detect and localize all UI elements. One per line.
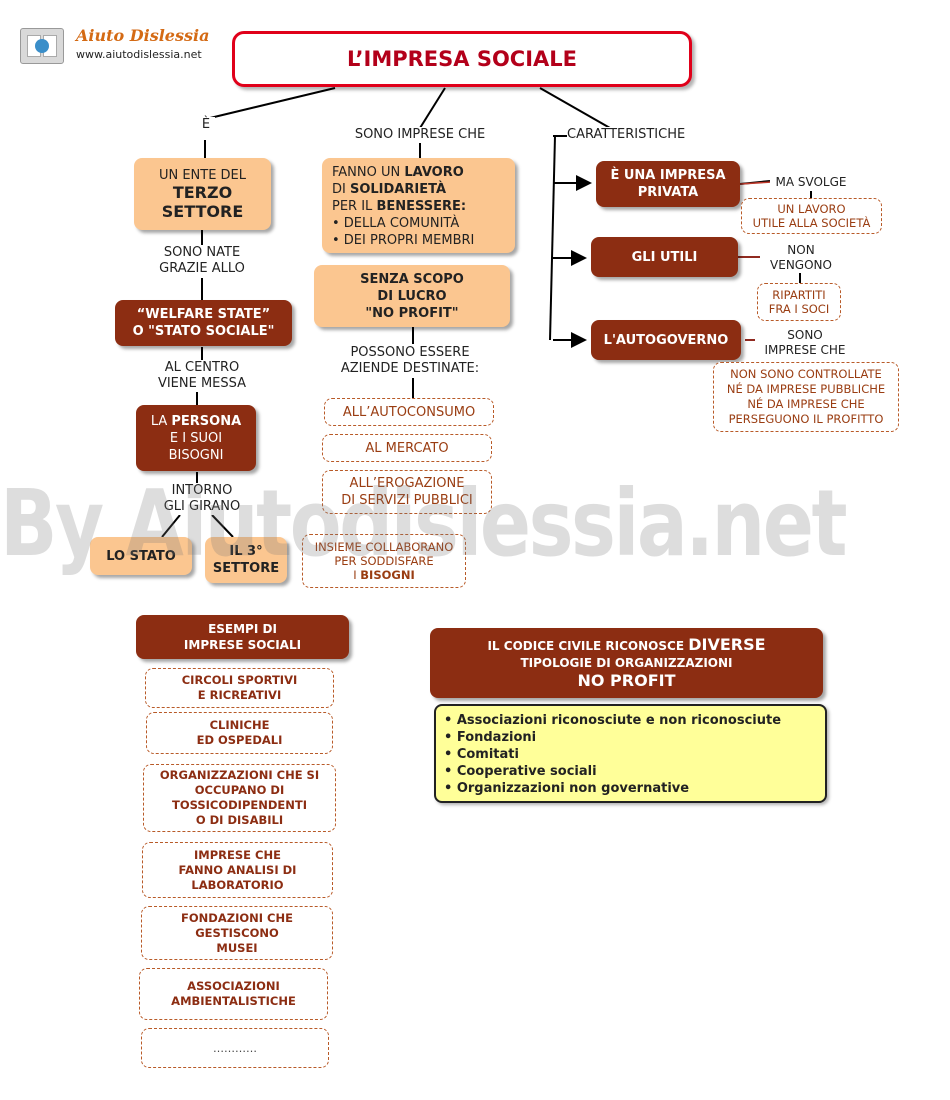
codice-l1a: IL CODICE CIVILE RICONOSCE [487,638,689,653]
non-controllate-text: NON SONO CONTROLLATE NÉ DA IMPRESE PUBBL… [726,367,886,426]
imprese-label: SONO IMPRESE CHE [335,127,505,143]
page-title: L’IMPRESA SOCIALE [232,31,692,87]
esempio-item-text: ………… [213,1041,257,1055]
logo-url: www.aiutodislessia.net [76,48,202,61]
ente-line3: SETTORE [161,201,244,221]
no-profit-item: • Cooperative sociali [444,764,597,779]
centro-label: AL CENTRO VIENE MESSA [140,360,264,392]
esempio-item: CLINICHE ED OSPEDALI [146,712,333,754]
esempio-item-text: ASSOCIAZIONI AMBIENTALISTICHE [171,979,296,1008]
lavoro-l1a: FANNO UN [332,165,405,180]
codice-l3: NO PROFIT [577,670,676,690]
logo-name: Aiuto Dislessia [76,26,210,45]
autogoverno: L'AUTOGOVERNO [591,320,741,360]
esempio-item: CIRCOLI SPORTIVI E RICREATIVI [145,668,334,708]
il-terzo-settore: IL 3° SETTORE [205,537,287,583]
lavoro-l2a: DI [332,182,350,197]
persona-bold: PERSONA [171,413,242,429]
autogoverno-text: L'AUTOGOVERNO [603,332,729,348]
codice-l2: TIPOLOGIE DI ORGANIZZAZIONI [520,655,733,670]
esempio-item: ………… [141,1028,329,1068]
welfare-state: “WELFARE STATE” O "STATO SOCIALE" [115,300,292,346]
utili-text: GLI UTILI [631,249,698,265]
lavoro-utile-text: UN LAVORO UTILE ALLA SOCIETÀ [752,202,871,230]
welfare-text: “WELFARE STATE” O "STATO SOCIALE" [132,307,275,339]
lavoro-box: FANNO UN LAVORO DI SOLIDARIETÀ PER IL BE… [322,158,515,253]
non-vengono-label: NON VENGONO [760,243,842,273]
ripartiti: RIPARTITI FRA I SOCI [757,283,841,321]
no-profit-item: • Associazioni riconosciute e non ricono… [444,713,782,728]
persona-rest: E I SUOI BISOGNI [168,430,224,463]
ripartiti-text: RIPARTITI FRA I SOCI [768,288,830,316]
esempio-item-text: CLINICHE ED OSPEDALI [196,718,283,747]
autoconsumo-text: ALL’AUTOCONSUMO [342,404,476,420]
logo: Aiuto Dislessia www.aiutodislessia.net [20,24,210,70]
no-profit-list: • Associazioni riconosciute e non ricono… [434,704,827,803]
autoconsumo: ALL’AUTOCONSUMO [324,398,494,426]
esempi-header: ESEMPI DI IMPRESE SOCIALI [136,615,349,659]
lavoro-bullet-2: • DEI PROPRI MEMBRI [332,233,475,248]
insieme-collaborano: INSIEME COLLABORANO PER SODDISFARE I BIS… [302,534,466,588]
lavoro-l1b: LAVORO [404,165,464,180]
insieme-bold: BISOGNI [360,568,415,582]
erogazione: ALL’EROGAZIONE DI SERVIZI PUBBLICI [322,470,492,514]
ente-line1: UN ENTE DEL [158,167,247,183]
erogazione-text: ALL’EROGAZIONE DI SERVIZI PUBBLICI [341,476,473,508]
caratteristiche-label: CARATTERISTICHE [567,127,727,143]
esempio-item: IMPRESE CHE FANNO ANALISI DI LABORATORIO [142,842,333,898]
impresa-privata: È UNA IMPRESA PRIVATA [596,161,740,207]
insieme-text: INSIEME COLLABORANO PER SODDISFARE I [314,540,454,582]
esempio-item-text: CIRCOLI SPORTIVI E RICREATIVI [181,673,298,702]
lo-stato: LO STATO [90,537,192,575]
lavoro-l3a: PER IL [332,199,377,214]
mercato: AL MERCATO [322,434,492,462]
codice-l1b: DIVERSE [688,634,766,654]
aziende-label: POSSONO ESSERE AZIENDE DESTINATE: [320,345,500,377]
ente-line2: TERZO [172,182,233,202]
ente-terzo-settore: UN ENTE DEL TERZO SETTORE [134,158,271,230]
book-icon [20,28,64,64]
sono-imprese-label: SONO IMPRESE CHE [755,328,855,358]
persona-pre: LA [150,413,172,429]
lavoro-bullet-1: • DELLA COMUNITÀ [332,216,460,231]
esempi-header-text: ESEMPI DI IMPRESE SOCIALI [183,622,302,652]
esempio-item-text: FONDAZIONI CHE GESTISCONO MUSEI [181,910,293,955]
page-title-text: L’IMPRESA SOCIALE [346,47,577,71]
no-profit-item: • Organizzazioni non governative [444,781,690,796]
gli-utili: GLI UTILI [591,237,738,277]
ma-svolge-label: MA SVOLGE [770,174,852,190]
esempio-item: ASSOCIAZIONI AMBIENTALISTICHE [139,968,328,1020]
scopo-text: SENZA SCOPO DI LUCRO "NO PROFIT" [360,271,464,321]
e-label: È [197,117,215,133]
lavoro-l2b: SOLIDARIETÀ [349,182,447,197]
il-terzo-text: IL 3° SETTORE [212,544,280,576]
persona-box: LA PERSONA E I SUOI BISOGNI [136,405,256,471]
esempio-item-text: IMPRESE CHE FANNO ANALISI DI LABORATORIO [178,847,297,892]
mercato-text: AL MERCATO [365,440,449,456]
non-controllate: NON SONO CONTROLLATE NÉ DA IMPRESE PUBBL… [713,362,899,432]
privata-text: È UNA IMPRESA PRIVATA [610,168,726,200]
senza-scopo-lucro: SENZA SCOPO DI LUCRO "NO PROFIT" [314,265,510,327]
intorno-label: INTORNO GLI GIRANO [140,483,264,515]
codice-civile-header: IL CODICE CIVILE RICONOSCE DIVERSE TIPOL… [430,628,823,698]
lavoro-utile: UN LAVORO UTILE ALLA SOCIETÀ [741,198,882,234]
esempio-item: FONDAZIONI CHE GESTISCONO MUSEI [141,906,333,960]
esempio-item-text: ORGANIZZAZIONI CHE SI OCCUPANO DI TOSSIC… [159,768,320,827]
no-profit-item: • Comitati [444,747,519,762]
esempio-item: ORGANIZZAZIONI CHE SI OCCUPANO DI TOSSIC… [143,764,336,832]
lo-stato-text: LO STATO [106,548,176,564]
nate-label: SONO NATE GRAZIE ALLO [140,245,264,277]
no-profit-item: • Fondazioni [444,730,537,745]
lavoro-l3b: BENESSERE: [376,199,467,214]
